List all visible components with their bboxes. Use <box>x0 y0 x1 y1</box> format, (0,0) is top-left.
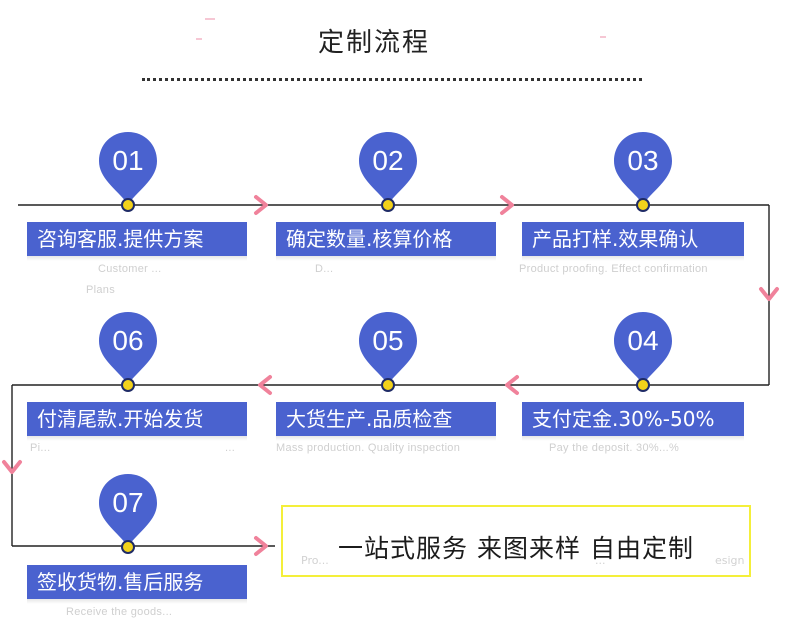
map-pin-icon <box>99 132 157 212</box>
map-pin-icon <box>359 312 417 392</box>
step-label-01: 咨询客服.提供方案 <box>27 222 247 261</box>
step-pin-05: 05 <box>357 310 419 392</box>
step-number: 06 <box>112 325 144 356</box>
page-title: 定制流程 <box>317 28 430 58</box>
step-sub-03: Product proofing. Effect confirmation <box>519 263 708 275</box>
step-pin-06: 06 <box>97 310 159 392</box>
step-sub-02: D... <box>315 263 334 275</box>
step-sub2-06: ... <box>225 442 236 454</box>
chevron-right-icon <box>254 195 268 215</box>
step-label-07: 签收货物.售后服务 <box>27 565 247 604</box>
slogan-sub-right: esign <box>715 554 745 567</box>
chevron-down-icon <box>2 460 22 474</box>
step-label-05: 大货生产.品质检查 <box>276 402 496 441</box>
step-pin-04: 04 <box>612 310 674 392</box>
step-sub-04: Pay the deposit. 30%...% <box>549 442 680 454</box>
map-pin-icon <box>614 132 672 212</box>
chevron-right-icon <box>254 536 268 556</box>
chevron-left-icon <box>258 375 272 395</box>
chevron-left-icon <box>505 375 519 395</box>
step-pin-07: 07 <box>97 472 159 554</box>
step-pin-01: 01 <box>97 130 159 212</box>
map-pin-icon <box>99 474 157 554</box>
step-label-04: 支付定金.30%-50% <box>522 402 744 441</box>
decorative-mark <box>205 18 215 20</box>
map-pin-icon <box>99 312 157 392</box>
step-label-03: 产品打样.效果确认 <box>522 222 744 261</box>
step-label-02: 确定数量.核算价格 <box>276 222 496 261</box>
step-pin-03: 03 <box>612 130 674 212</box>
slogan-sub-mid: ... <box>595 554 606 567</box>
step-sub-01: Customer ... <box>98 263 162 275</box>
step-label-06: 付清尾款.开始发货 <box>27 402 247 441</box>
slogan-box: 一站式服务 来图来样 自由定制 Pro... ... esign <box>281 505 751 577</box>
slogan-text: 一站式服务 来图来样 自由定制 <box>338 534 694 563</box>
slogan-sub-left: Pro... <box>301 554 329 567</box>
decorative-mark <box>600 36 606 38</box>
step-number: 07 <box>112 487 144 518</box>
step-number: 04 <box>627 325 659 356</box>
map-pin-icon <box>359 132 417 212</box>
chevron-right-icon <box>500 195 514 215</box>
step-pin-02: 02 <box>357 130 419 212</box>
step-number: 05 <box>372 325 404 356</box>
step-sub2-01: Plans <box>86 284 116 296</box>
step-number: 01 <box>112 145 144 176</box>
map-pin-icon <box>614 312 672 392</box>
title-divider <box>142 78 642 81</box>
step-sub-05: Mass production. Quality inspection <box>276 442 461 454</box>
chevron-down-icon <box>759 287 779 301</box>
decorative-mark <box>196 38 202 40</box>
step-sub-06: Pi... <box>30 442 51 454</box>
step-number: 02 <box>372 145 404 176</box>
step-sub-07: Receive the goods... <box>66 606 173 618</box>
step-number: 03 <box>627 145 659 176</box>
